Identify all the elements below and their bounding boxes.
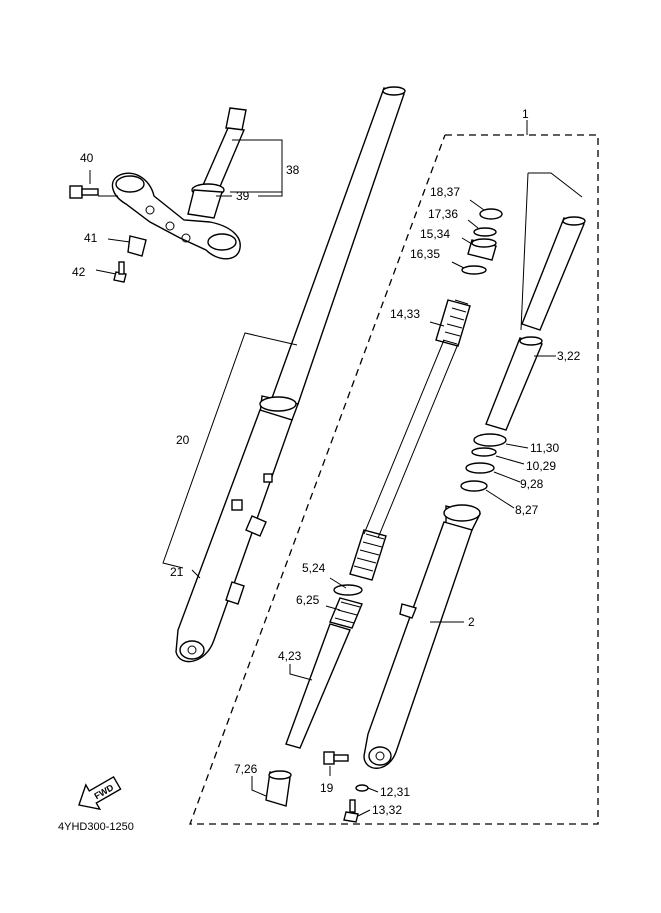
under-bracket (111, 107, 247, 260)
leader-15-34 (461, 237, 473, 245)
callout-11-30: 11,30 (530, 441, 559, 455)
leader-4-23 (289, 664, 313, 681)
leader-16-35 (451, 261, 465, 269)
callout-2: 2 (468, 615, 475, 629)
outer-tube-right-body (363, 521, 473, 769)
fork-spring-upper (435, 299, 471, 347)
callout-9-28: 9,28 (520, 477, 544, 491)
leader-21 (191, 569, 201, 579)
clip-16-35 (461, 265, 487, 275)
callout-5-24: 5,24 (302, 561, 326, 575)
damper-rod (285, 623, 351, 749)
callout-7-26: 7,26 (234, 762, 258, 776)
leader-6-25 (325, 605, 341, 611)
washer-5-24 (333, 584, 363, 596)
washer-8-27 (460, 480, 488, 492)
inner-tube (271, 87, 405, 405)
callout-4-23: 4,23 (278, 649, 302, 663)
callout-12-31: 12,31 (380, 785, 410, 799)
leader-10-29 (495, 455, 525, 465)
callout-38: 38 (286, 163, 300, 177)
oil-seal-9-28 (465, 462, 495, 474)
leader-spacer-left (520, 172, 529, 331)
leader-17-36 (467, 219, 479, 229)
callout-40: 40 (80, 151, 94, 165)
clip-10-29 (471, 447, 497, 457)
bolt-13-32 (343, 799, 359, 823)
spring-rod-l (363, 339, 445, 535)
callout-17-36: 17,36 (428, 207, 458, 221)
bolt-40 (69, 185, 99, 199)
fwd-arrow-icon: FWD (78, 775, 122, 811)
leader-5-24 (329, 577, 347, 589)
callout-1: 1 (522, 107, 529, 121)
gasket-12-31 (355, 784, 369, 792)
leader-18-37 (469, 199, 485, 211)
screw-42 (113, 261, 127, 283)
leader-38 (232, 139, 283, 197)
callout-18-37: 18,37 (430, 185, 460, 199)
leader-20-21-bracket (162, 332, 298, 569)
callout-42: 42 (72, 265, 86, 279)
leader-12-31 (367, 787, 379, 793)
callout-10-29: 10,29 (526, 459, 556, 473)
outer-tube-left-body (175, 409, 293, 663)
dust-seal-11-30 (473, 433, 507, 447)
cable-holder-41 (127, 235, 147, 257)
callout-6-25: 6,25 (296, 593, 320, 607)
callout-19: 19 (320, 781, 334, 795)
cap-18-37 (479, 208, 503, 220)
callout-16-35: 16,35 (410, 247, 440, 261)
callout-41: 41 (84, 231, 98, 245)
leader-spacer-top (528, 172, 583, 198)
fork-spring-lower (349, 529, 387, 581)
leader-7-26 (251, 776, 267, 797)
leader-13-32 (357, 809, 371, 817)
spacer-upper (521, 217, 585, 331)
oring-17-36 (473, 227, 497, 237)
bolt-19 (323, 751, 349, 765)
callout-3-22: 3,22 (557, 349, 581, 363)
callout-14-33: 14,33 (390, 307, 420, 321)
callout-13-32: 13,32 (372, 803, 402, 817)
rebound-spring-6-25 (329, 597, 363, 629)
leader-9-28 (493, 471, 521, 483)
callout-21: 21 (170, 565, 184, 579)
callout-39: 39 (236, 189, 250, 203)
inner-tube-right (485, 337, 543, 431)
callout-8-27: 8,27 (515, 503, 539, 517)
spring-rod-r (377, 343, 459, 539)
leader-8-27 (485, 489, 515, 509)
leader-41 (107, 238, 131, 243)
drawing-code: 4YHD300-1250 (58, 821, 134, 833)
leader-42 (95, 269, 117, 275)
fork-assembly-boundary (189, 134, 599, 825)
callout-15-34: 15,34 (420, 227, 450, 241)
callout-20: 20 (176, 433, 190, 447)
leader-14-33 (429, 321, 445, 327)
leader-11-30 (505, 443, 529, 449)
